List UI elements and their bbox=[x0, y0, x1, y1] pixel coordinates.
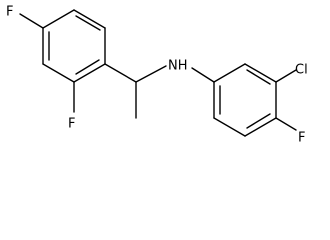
alpha-carbon-to-nitrogen-bond bbox=[135, 65, 167, 83]
right-ring-double-bond-b bbox=[246, 113, 271, 129]
left-ring-bond-4 bbox=[42, 63, 75, 83]
right-ring-double-bond-a bbox=[246, 69, 271, 85]
nitrogen-to-aryl-bond bbox=[191, 67, 215, 83]
ethylamine-bridge: NH bbox=[104, 59, 215, 119]
left-ring-substituents: F F bbox=[6, 5, 75, 132]
amine-nh-label: NH bbox=[168, 59, 188, 74]
left-ring-double-bond-a bbox=[75, 15, 101, 31]
right-chlorofluorophenyl-ring bbox=[213, 63, 277, 137]
right-ring-bond-1 bbox=[213, 63, 246, 83]
para-fluorine-bond bbox=[275, 117, 297, 131]
right-ring-substituents: Cl F bbox=[275, 63, 308, 146]
right-ring-bond-5 bbox=[213, 117, 246, 137]
left-ring-bond-6 bbox=[42, 9, 75, 29]
fluorine-top-left-label: F bbox=[6, 5, 13, 20]
chlorine-bond bbox=[275, 69, 297, 83]
left-difluorophenyl-ring bbox=[42, 9, 106, 83]
structure-diagram: F F NH Cl F bbox=[6, 5, 308, 146]
fluorine-para-label: F bbox=[298, 131, 305, 146]
left-ring-bond-1 bbox=[73, 9, 106, 29]
right-ring-bond-4 bbox=[244, 117, 277, 137]
top-left-fluorine-bond bbox=[19, 13, 44, 29]
fluorine-ortho-label: F bbox=[68, 117, 75, 132]
right-ring-bond-2 bbox=[244, 63, 277, 83]
aryl-to-alpha-carbon-bond bbox=[104, 63, 137, 83]
left-ring-double-bond-b bbox=[75, 59, 100, 75]
chlorine-label: Cl bbox=[295, 63, 308, 78]
left-ring-bond-3 bbox=[73, 63, 106, 83]
